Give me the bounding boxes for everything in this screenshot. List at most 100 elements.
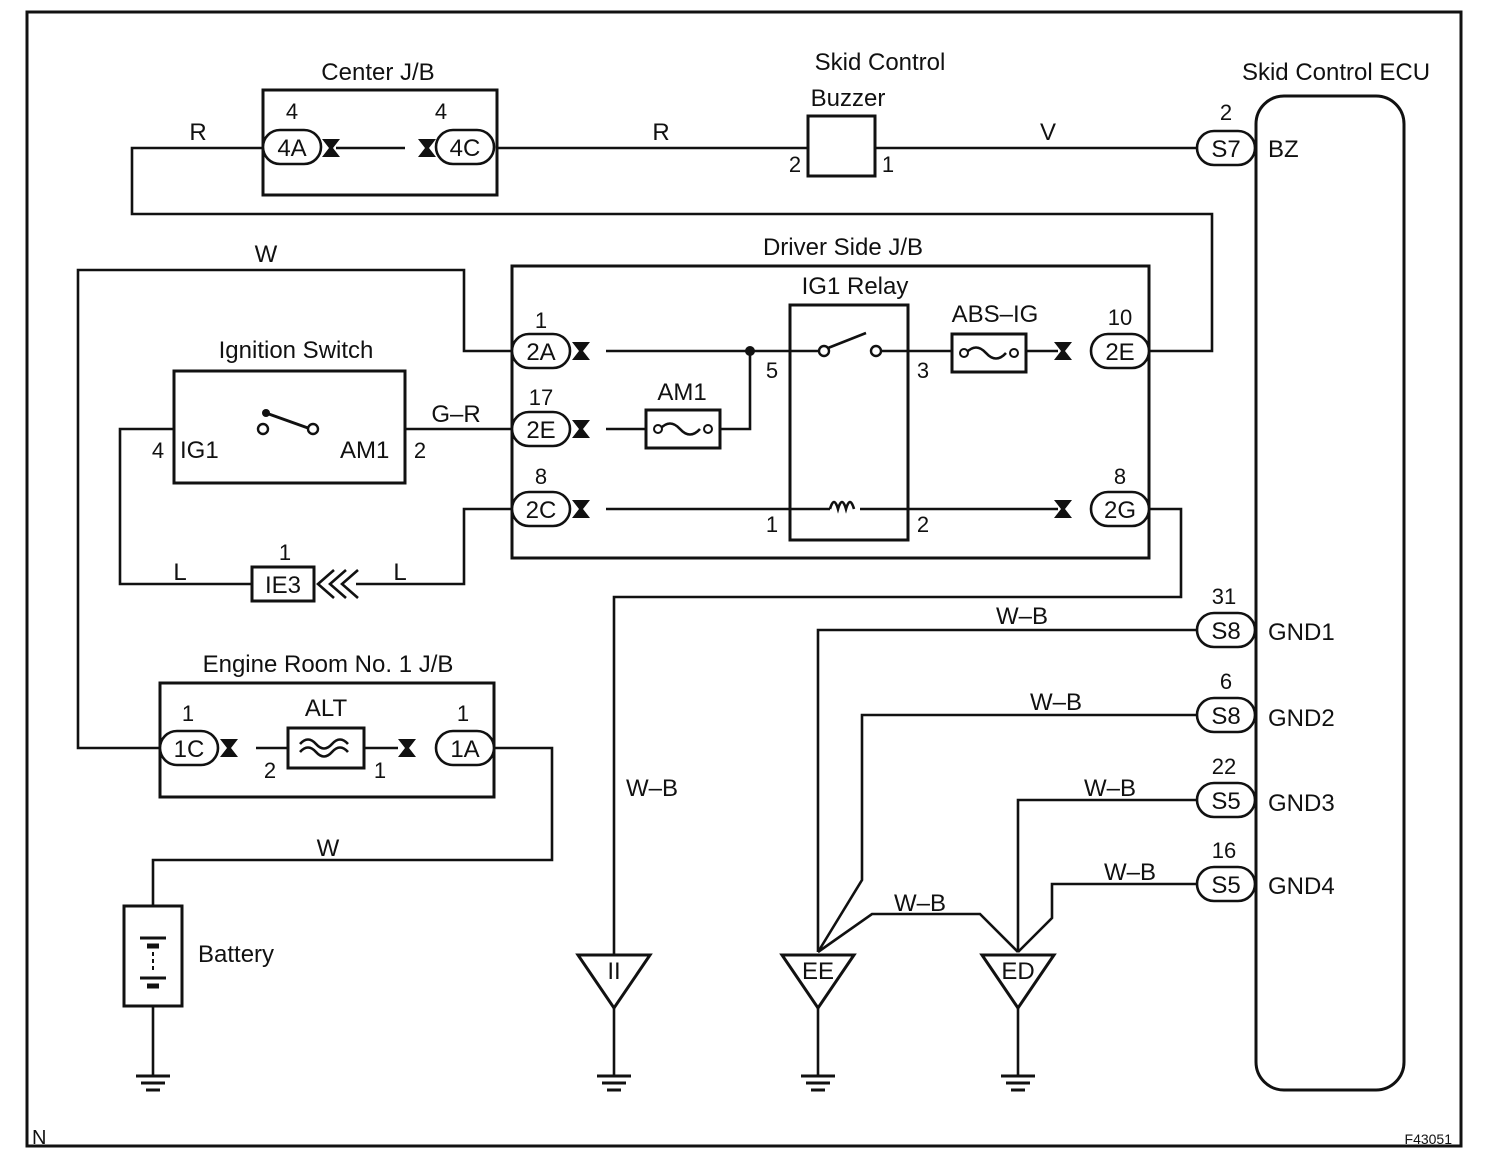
battery-box — [122, 904, 184, 1008]
ground-II-label: II — [607, 958, 620, 985]
alt-fuse-label: ALT — [305, 695, 348, 722]
connector-1C-label: 1C — [174, 736, 205, 763]
driver-jb-box — [510, 264, 1151, 560]
figure-code: F43051 — [1405, 1131, 1453, 1147]
ignition-switch: Ignition Switch IG1 AM1 4 2 — [152, 337, 426, 485]
ecu-box — [1254, 94, 1406, 1092]
connector-4C-arrow-icon — [418, 139, 436, 157]
ecu-terminal-gnd4: GND4 — [1268, 873, 1335, 900]
abs-ig-fuse-label: ABS–IG — [952, 301, 1039, 328]
engine-jb-box — [158, 681, 496, 799]
ignition-switch-box — [172, 369, 407, 485]
ecu-terminal-gnd2: GND2 — [1268, 705, 1335, 732]
skid-control-ecu: Skid Control ECU S7 2 BZ S8 31 GND1 S8 6… — [1195, 59, 1430, 1092]
connector-1A-pin: 1 — [457, 701, 469, 726]
relay-pin-3: 3 — [917, 358, 929, 383]
ecu-connector-S5-gnd3-label: S5 — [1211, 788, 1240, 815]
relay-coil-icon — [828, 500, 856, 514]
connector-2G — [1089, 490, 1151, 528]
corner-mark: N — [32, 1127, 46, 1149]
ecu-connector-S7 — [1195, 129, 1257, 167]
wire-label-wb-gnd2: W–B — [1030, 689, 1082, 716]
connector-2A — [510, 332, 572, 370]
connector-2A-label: 2A — [526, 339, 555, 366]
diagram-frame — [25, 10, 1463, 1148]
ignition-switch-lever-icon — [265, 411, 309, 430]
ig1-relay-title: IG1 Relay — [802, 273, 909, 300]
ignition-contact-right — [306, 422, 320, 436]
ecu-connector-S8-gnd2-label: S8 — [1211, 703, 1240, 730]
ecu-connector-S5-gnd3 — [1195, 781, 1257, 819]
connector-1A — [434, 729, 496, 767]
ecu-connector-S5-gnd3-pin: 22 — [1212, 754, 1236, 779]
buzzer-box — [806, 114, 877, 178]
wire-label-r-left: R — [189, 119, 206, 146]
connector-2E-10-pin: 10 — [1108, 305, 1132, 330]
wiring — [76, 146, 1214, 1076]
connector-2C-pin: 8 — [535, 464, 547, 489]
ignition-terminal-ig1: IG1 — [180, 437, 219, 464]
ignition-terminal-am1: AM1 — [340, 437, 389, 464]
connector-1A-arrow-icon — [398, 739, 416, 757]
relay-pin-1: 1 — [766, 512, 778, 537]
buzzer-title-line2: Buzzer — [811, 85, 886, 112]
alt-fuse-pin-1: 1 — [374, 758, 386, 783]
buzzer-title-line1: Skid Control — [815, 49, 946, 76]
ground-points: II EE ED — [575, 953, 1057, 1011]
ie3-pin: 1 — [279, 540, 291, 565]
am1-fuse — [644, 408, 722, 450]
ecu-connector-S8-gnd1 — [1195, 611, 1257, 649]
wire-label-wb-ee-ed: W–B — [894, 890, 946, 917]
connector-2A-arrow-icon — [572, 342, 590, 360]
wire-label-wb-gnd3: W–B — [1084, 775, 1136, 802]
engine-jb-title: Engine Room No. 1 J/B — [203, 651, 454, 678]
ecu-terminal-gnd3: GND3 — [1268, 790, 1335, 817]
ie3-box — [250, 565, 316, 603]
ecu-connector-S5-gnd4-label: S5 — [1211, 872, 1240, 899]
connector-1C-arrow-icon — [220, 739, 238, 757]
ecu-connector-S5-gnd4 — [1195, 865, 1257, 903]
connector-2G-pin: 8 — [1114, 464, 1126, 489]
connector-2E-17-pin: 17 — [529, 385, 553, 410]
ignition-pin-2: 2 — [414, 438, 426, 463]
driver-jb-title: Driver Side J/B — [763, 234, 923, 261]
relay-contact-left — [817, 344, 831, 358]
battery-label: Battery — [198, 941, 274, 968]
alt-fuse-icon — [299, 738, 349, 750]
ie3-chevron-icon — [316, 569, 335, 599]
connector-2E-10-label: 2E — [1105, 339, 1134, 366]
alt-fuse — [286, 726, 366, 770]
connector-2G-label: 2G — [1104, 497, 1136, 524]
ground-ED-label: ED — [1001, 958, 1034, 985]
wire-label-wb-gnd4: W–B — [1104, 859, 1156, 886]
connector-2E-17-label: 2E — [526, 417, 555, 444]
wire-label-v: V — [1040, 119, 1056, 146]
abs-ig-fuse-icon — [965, 346, 1007, 360]
connector-2C-arrow-icon — [572, 500, 590, 518]
ecu-connector-S7-label: S7 — [1211, 136, 1240, 163]
wire-label-wb-gnd1: W–B — [996, 603, 1048, 630]
ecu-connector-S8-gnd2-pin: 6 — [1220, 669, 1232, 694]
connector-4C — [434, 128, 496, 166]
relay-pin-2: 2 — [917, 512, 929, 537]
buzzer-pin-left: 2 — [789, 152, 801, 177]
ignition-pin-4: 4 — [152, 438, 164, 463]
connector-2A-pin: 1 — [535, 308, 547, 333]
ground-ED-icon — [979, 953, 1057, 1011]
wire-label-w-top: W — [255, 241, 278, 268]
connector-1A-label: 1A — [450, 736, 479, 763]
connector-2E-17 — [510, 410, 572, 448]
am1-fuse-icon — [659, 422, 701, 436]
alt-fuse-pin-2: 2 — [264, 758, 276, 783]
connector-4A-label: 4A — [277, 135, 306, 162]
connector-IE3: IE3 1 — [250, 540, 359, 603]
wire-label-l-left: L — [173, 559, 186, 586]
center-jb-title: Center J/B — [321, 59, 434, 86]
chassis-ground-ii-icon — [597, 1074, 631, 1092]
wire-label-l-right: L — [393, 559, 406, 586]
connector-2C-label: 2C — [526, 497, 557, 524]
ecu-connector-S7-pin: 2 — [1220, 100, 1232, 125]
connector-2E-10 — [1089, 332, 1151, 370]
relay-switch-arm — [827, 331, 867, 350]
